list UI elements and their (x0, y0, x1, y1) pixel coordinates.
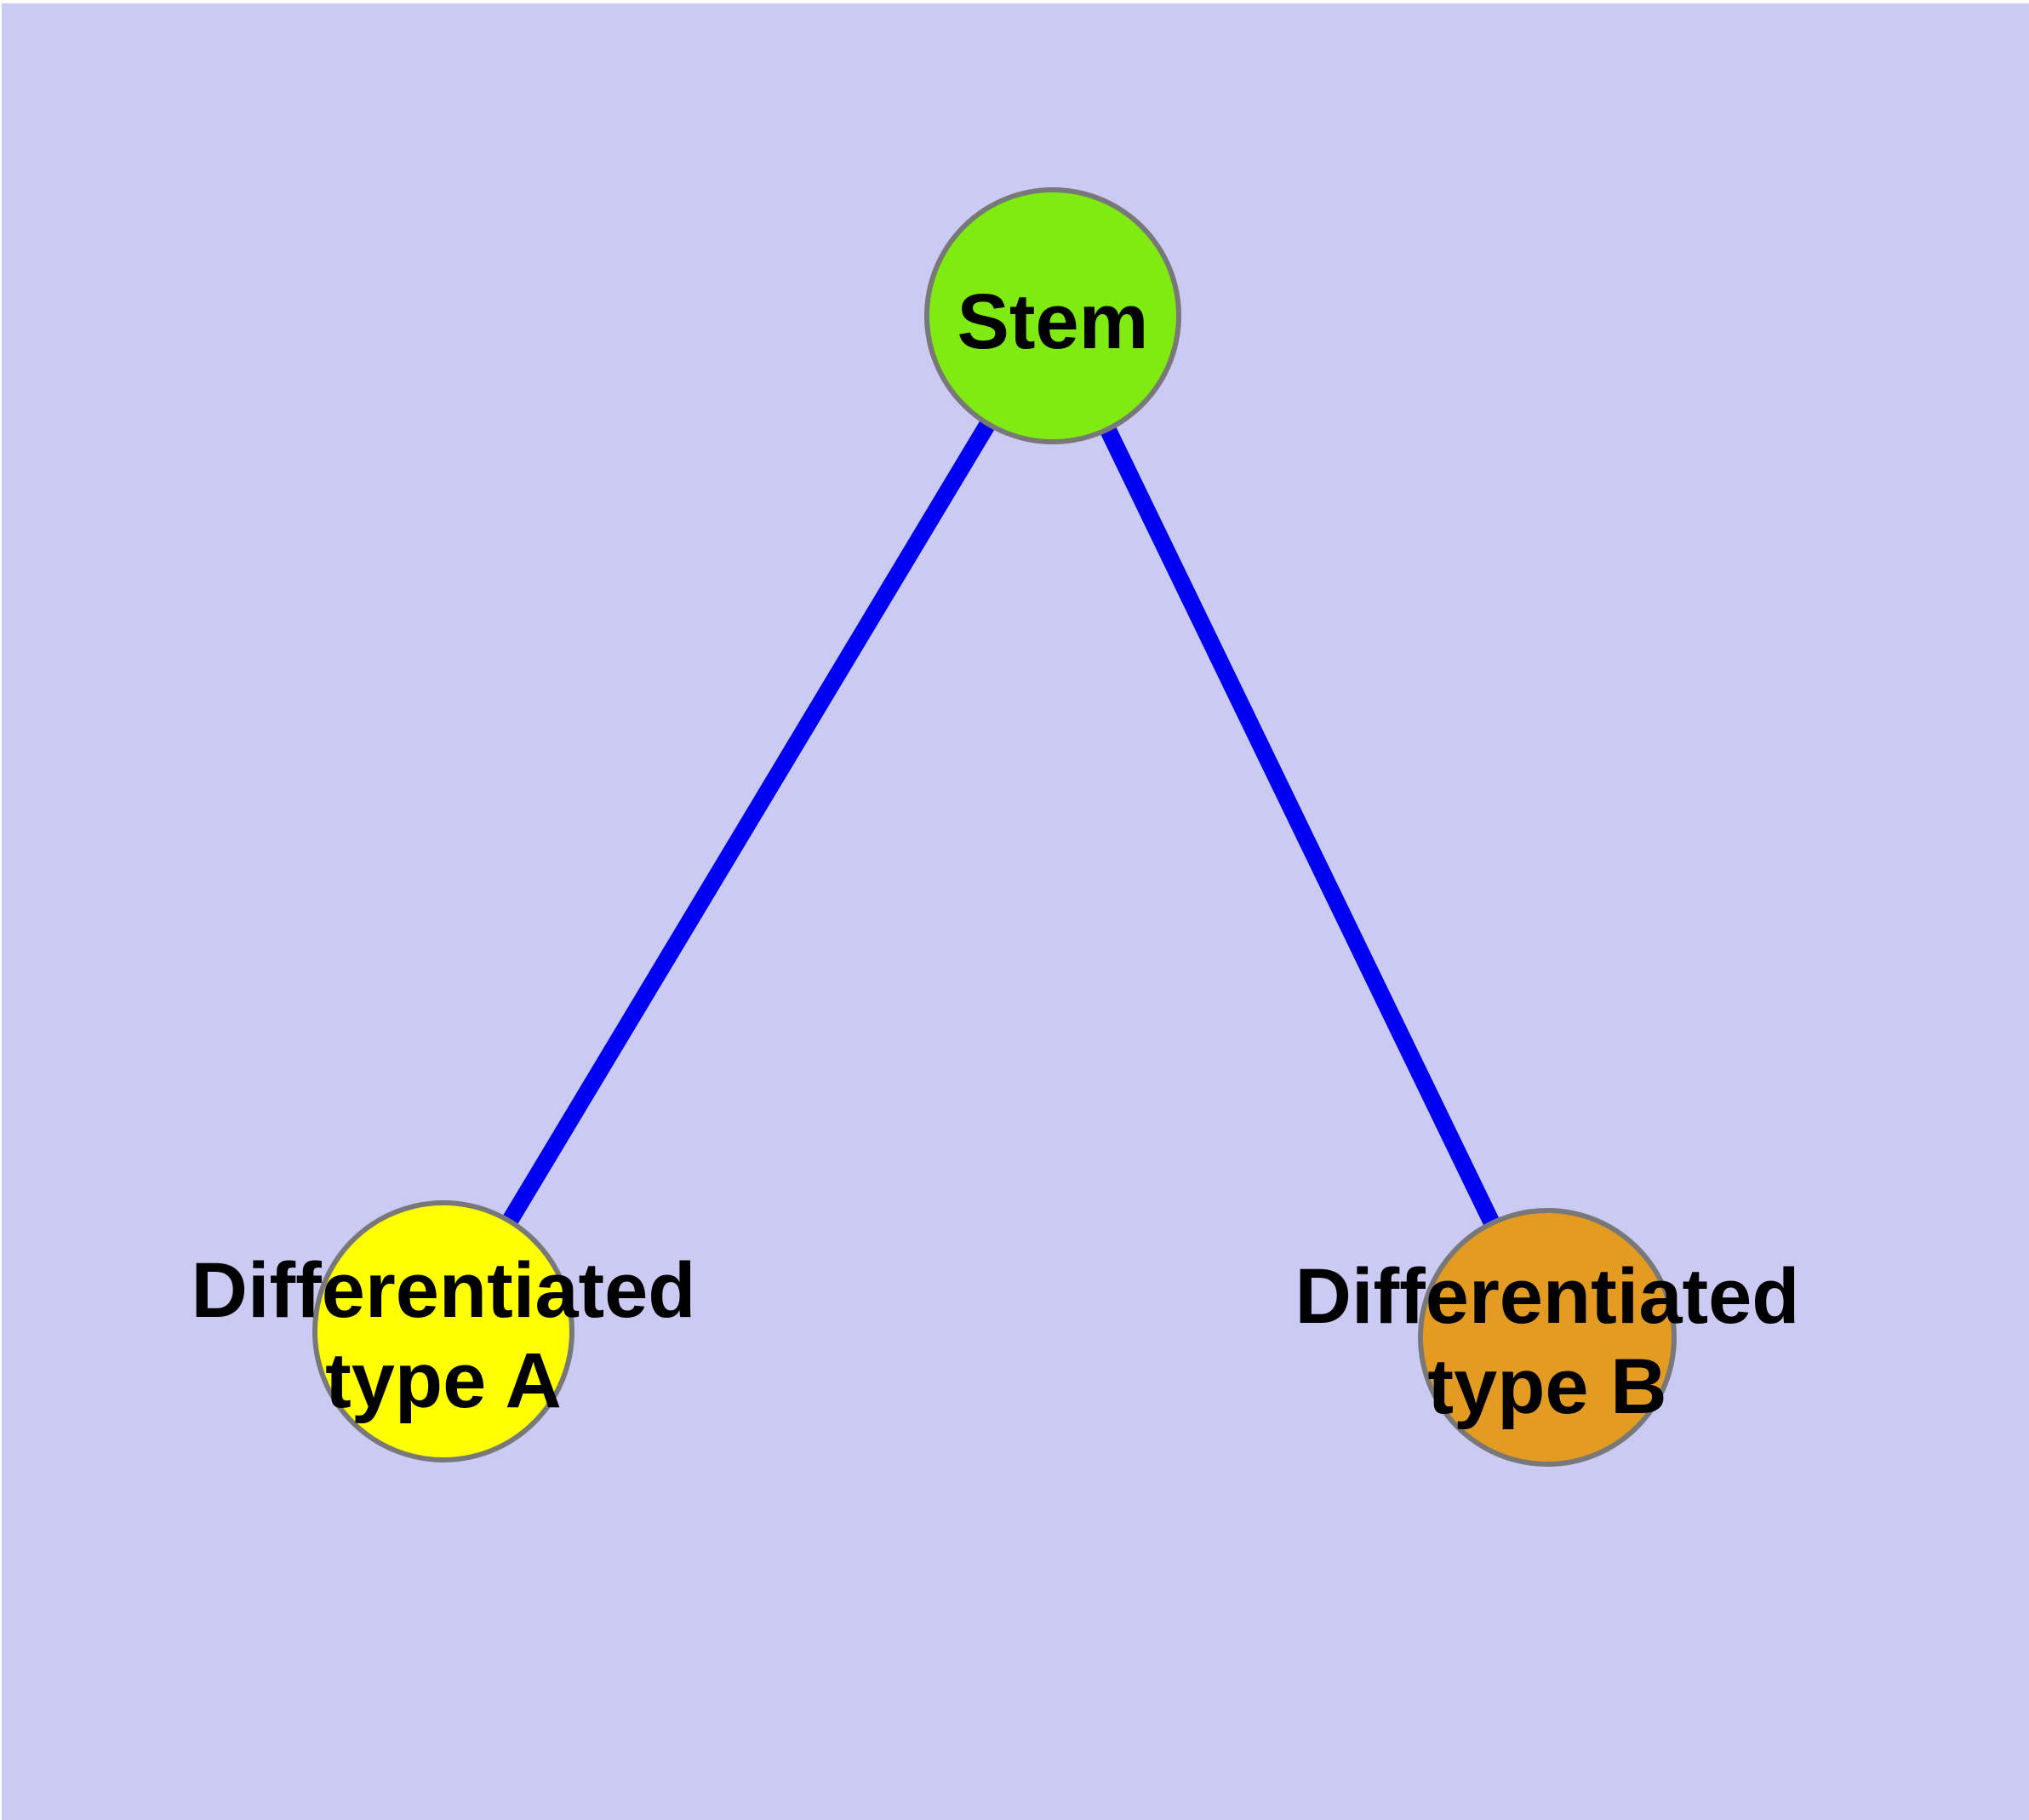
node-label-differentiated-type-a-line-1: Differentiated (191, 1247, 696, 1334)
node-label-differentiated-type-b-line-2: type B (1427, 1343, 1666, 1430)
edge-layer (436, 311, 1556, 1342)
node-label-stem: Stem (957, 278, 1149, 365)
node-stem (924, 187, 1181, 444)
edge-stem-to-differentiated-type-a (436, 311, 1060, 1336)
node-differentiated-type-a (312, 1200, 574, 1462)
edge-stem-to-differentiated-type-b (1044, 312, 1556, 1342)
node-label-stem-line-1: Stem (957, 278, 1149, 365)
node-label-differentiated-type-a-line-2: type A (325, 1337, 562, 1424)
node-label-differentiated-type-b-line-1: Differentiated (1295, 1253, 1800, 1340)
node-layer (312, 187, 1677, 1467)
node-differentiated-type-b (1418, 1208, 1677, 1467)
